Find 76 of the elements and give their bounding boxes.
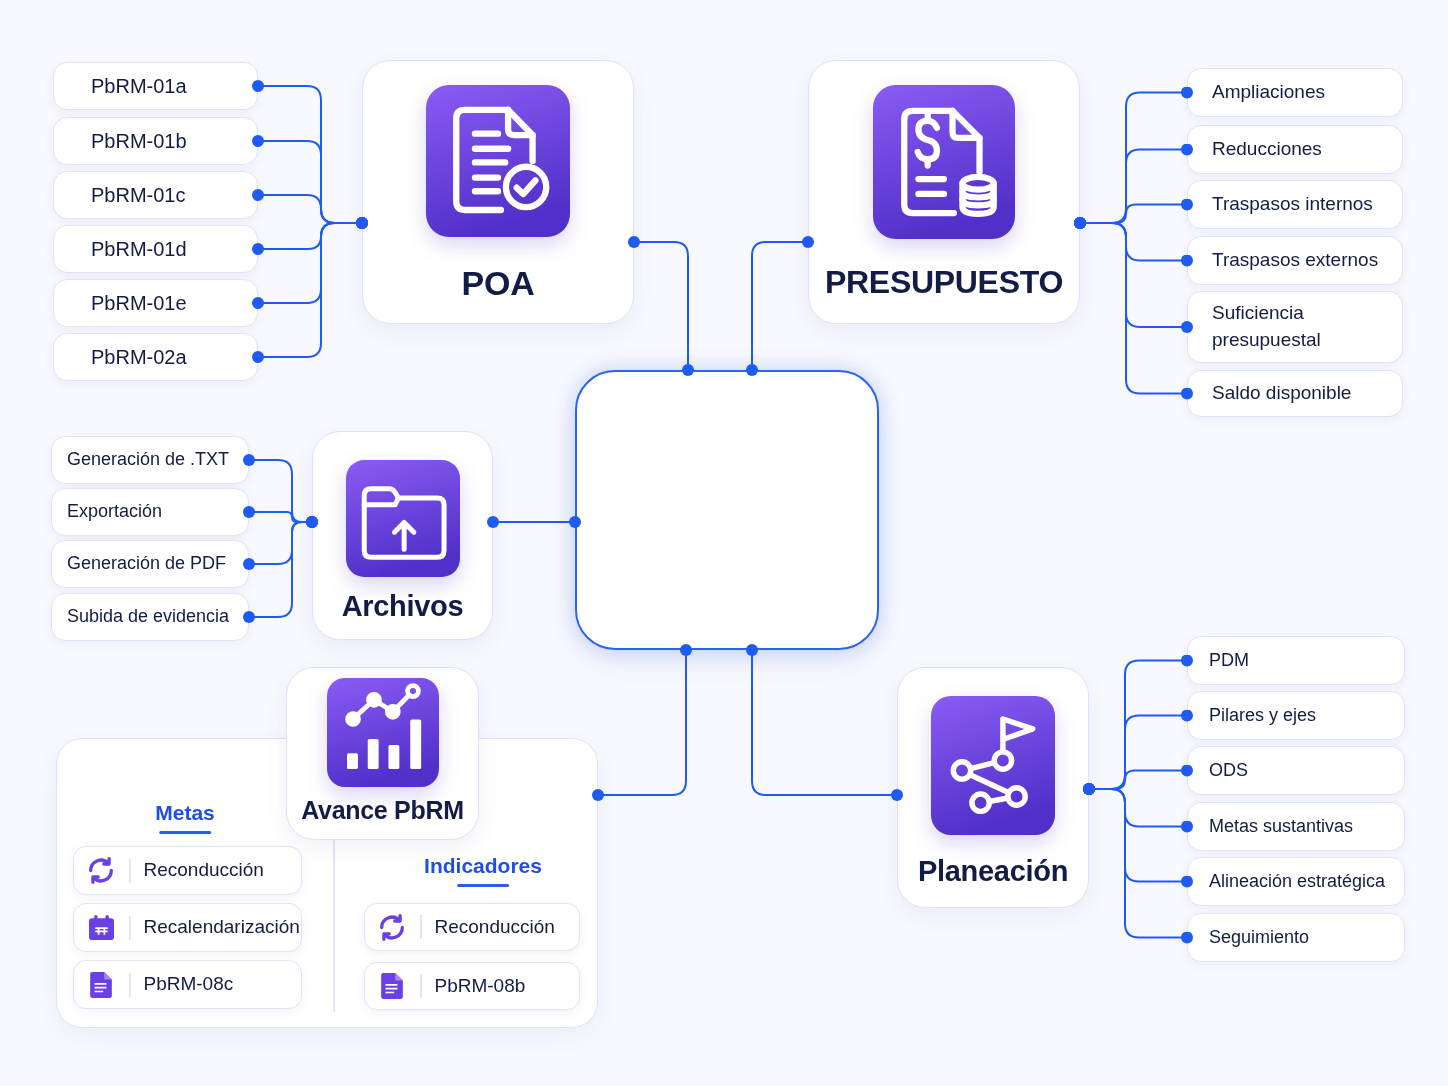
list-item-card — [73, 846, 302, 895]
item-card — [53, 117, 258, 165]
item-label: PbRM-01a — [91, 73, 187, 99]
item-card — [1187, 291, 1403, 363]
connector-line — [746, 644, 903, 801]
section-title: Avance PbRM — [301, 796, 464, 826]
item-card — [1187, 802, 1405, 851]
connector-line — [1083, 783, 1193, 944]
item-label: PbRM-01e — [91, 290, 187, 316]
item-label: Pilares y ejes — [1209, 703, 1317, 727]
module-card — [808, 60, 1080, 324]
item-label: Ampliaciones — [1212, 80, 1325, 104]
item-label: Traspasos internos — [1212, 192, 1373, 216]
module-title: POA — [461, 263, 535, 304]
item-card — [1187, 746, 1405, 795]
item-card — [1187, 857, 1405, 906]
section-heading: Metas — [155, 800, 215, 834]
connector-line — [628, 236, 694, 376]
module-title: Archivos — [341, 589, 464, 624]
item-label: PbRM-01c — [91, 182, 186, 208]
list-item-card — [364, 903, 580, 951]
item-label: PbRM-01b — [91, 128, 187, 154]
item-card — [1187, 636, 1405, 685]
item-label: PbRM-01d — [91, 236, 187, 262]
item-label: Alineación estratégica — [1209, 869, 1386, 893]
item-label: Reducciones — [1212, 137, 1322, 161]
item-card — [1187, 913, 1405, 962]
item-card — [53, 279, 258, 327]
item-label: PbRM-02a — [91, 344, 187, 370]
section-heading: Indicadores — [424, 853, 542, 887]
module-card — [362, 60, 634, 324]
item-card — [53, 225, 258, 273]
item-label: Suficiencia presupuestal — [1212, 301, 1322, 352]
item-label: ODS — [1209, 758, 1248, 782]
item-card — [51, 488, 249, 536]
item-card — [1187, 125, 1403, 174]
item-label: Saldo disponible — [1212, 381, 1352, 405]
item-card — [53, 333, 258, 381]
item-label: Metas sustantivas — [1209, 814, 1354, 838]
item-label: Recalendarización — [143, 915, 300, 940]
item-card — [1187, 180, 1403, 229]
item-card — [1187, 691, 1405, 740]
item-label: Subida de evidencia — [67, 605, 230, 629]
item-card — [51, 436, 249, 484]
item-card — [53, 62, 258, 110]
item-label: Reconducción — [434, 914, 555, 939]
list-item-card — [73, 903, 302, 952]
item-label: Seguimiento — [1209, 925, 1310, 949]
item-card — [1187, 68, 1403, 117]
item-label: Exportación — [67, 500, 163, 524]
central-box — [575, 370, 879, 650]
item-label: PbRM-08b — [434, 973, 526, 998]
item-label: Generación de .TXT — [67, 448, 230, 472]
item-card — [1187, 370, 1403, 417]
module-card — [312, 431, 493, 640]
item-card — [51, 593, 249, 641]
item-label: Traspasos externos — [1212, 248, 1379, 272]
item-label: PDM — [1209, 648, 1249, 672]
connector-line — [487, 516, 581, 528]
item-label: PbRM-08c — [143, 972, 234, 997]
module-title: Planeación — [917, 854, 1069, 889]
connector-line — [252, 217, 368, 363]
connector-line — [1074, 217, 1193, 400]
item-label: Reconducción — [143, 858, 264, 883]
item-card — [53, 171, 258, 219]
list-item-card — [364, 962, 580, 1010]
section-panel — [56, 667, 598, 1028]
connector-line — [592, 644, 692, 801]
module-card — [897, 667, 1089, 908]
connector-line — [243, 516, 318, 623]
connector-line — [746, 236, 814, 376]
item-label: Generación de PDF — [67, 552, 227, 576]
module-title: PRESUPUESTO — [825, 264, 1063, 302]
item-card — [51, 540, 249, 588]
item-card — [1187, 236, 1403, 285]
list-item-card — [73, 960, 302, 1009]
